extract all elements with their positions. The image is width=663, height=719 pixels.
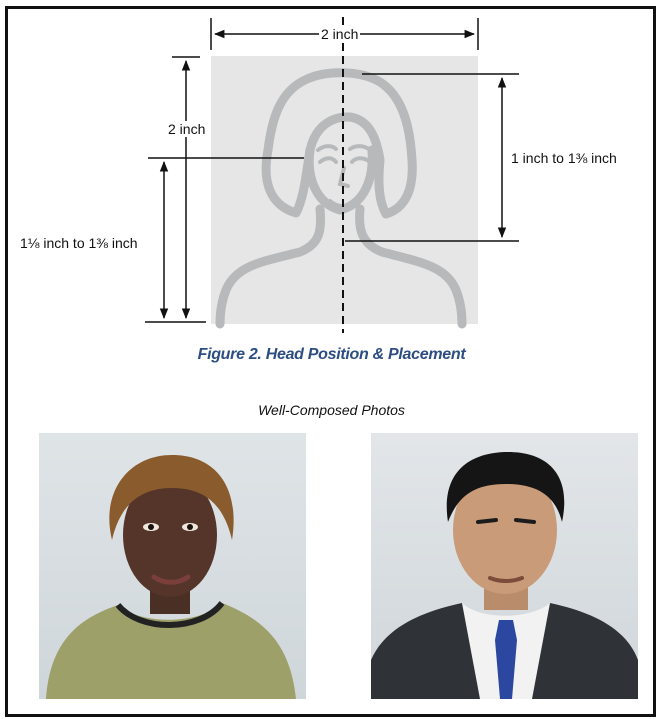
- height-dimension: [145, 57, 206, 322]
- well-composed-heading: Well-Composed Photos: [0, 402, 663, 418]
- example-photo-man: [371, 433, 638, 699]
- figure-caption: Figure 2. Head Position & Placement: [0, 346, 663, 364]
- photo-area: [211, 56, 478, 324]
- height-label: 2 inch: [166, 121, 207, 137]
- example-photo-woman: [39, 433, 306, 699]
- eye-height-label: 1⅛ inch to 1⅜ inch: [18, 235, 140, 251]
- head-size-label: 1 inch to 1⅜ inch: [509, 150, 619, 166]
- width-label: 2 inch: [319, 26, 360, 42]
